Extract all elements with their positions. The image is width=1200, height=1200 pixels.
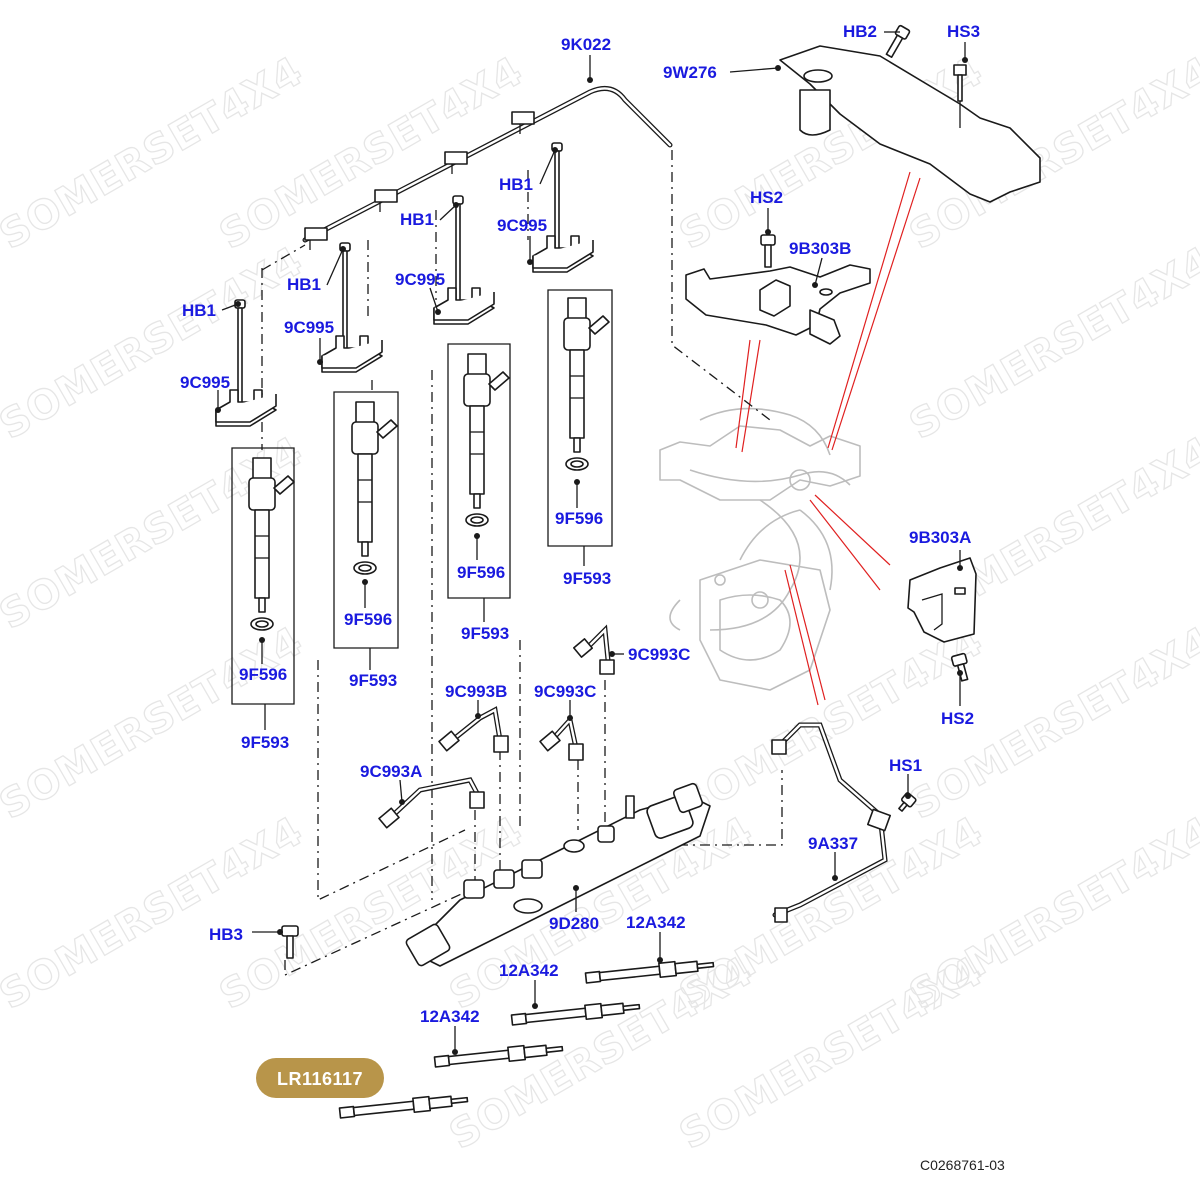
clamp-9c995-4 <box>532 235 594 273</box>
red-reference-lines <box>735 171 921 706</box>
injector-4 <box>563 297 610 471</box>
label-9b303b: 9B303B <box>789 239 851 258</box>
label-9c993a: 9C993A <box>360 762 422 781</box>
label-9f593-3: 9F593 <box>461 624 509 643</box>
label-12a342-2: 12A342 <box>499 961 559 980</box>
watermark-text: SOMERSET4X4 <box>902 238 1200 449</box>
clamp-9c995-3 <box>433 287 495 325</box>
clamp-9c995-1 <box>215 389 277 427</box>
label-9f593-4: 9F593 <box>563 569 611 588</box>
pipe-9c993b <box>438 706 509 753</box>
bracket-9b303a <box>907 557 977 643</box>
pipe-9c993a <box>378 777 485 829</box>
label-9b303a: 9B303A <box>909 528 971 547</box>
label-9f593-2: 9F593 <box>349 671 397 690</box>
bracket-9b303b <box>685 264 871 345</box>
label-9c995-2: 9C995 <box>284 318 334 337</box>
label-9f596-3: 9F596 <box>457 563 505 582</box>
clamp-9c995-2 <box>321 335 383 373</box>
label-9f596-2: 9F596 <box>344 610 392 629</box>
label-9a337: 9A337 <box>808 834 858 853</box>
label-12a342-1: 12A342 <box>626 913 686 932</box>
bolt-hb3 <box>281 925 299 959</box>
label-hb1-4: HB1 <box>499 175 533 194</box>
screw-hs3 <box>953 64 967 102</box>
part-number-badge[interactable]: LR116117 <box>256 1058 384 1098</box>
injector-kit-frames <box>231 289 613 730</box>
label-9c995-4: 9C995 <box>497 216 547 235</box>
label-9c995-3: 9C995 <box>395 270 445 289</box>
label-9f593-1: 9F593 <box>241 733 289 752</box>
screw-hs2-top <box>760 234 776 268</box>
label-hb1-1: HB1 <box>182 301 216 320</box>
label-9c993b: 9C993B <box>445 682 507 701</box>
label-9c993c-top: 9C993C <box>628 645 690 664</box>
label-9d280: 9D280 <box>549 914 599 933</box>
injector-2 <box>351 401 398 575</box>
diagram-reference: C0268761-03 <box>920 1157 1005 1173</box>
label-9c995-1: 9C995 <box>180 373 230 392</box>
pipe-9c993c <box>539 714 584 761</box>
label-hb1-3: HB1 <box>400 210 434 229</box>
pipe-9c993c-top <box>572 624 615 675</box>
part-number-text: LR116117 <box>277 1069 363 1089</box>
label-hs3: HS3 <box>947 22 980 41</box>
label-9f596-4: 9F596 <box>555 509 603 528</box>
label-hb1-2: HB1 <box>287 275 321 294</box>
label-hs1: HS1 <box>889 756 922 775</box>
label-12a342-3: 12A342 <box>420 1007 480 1026</box>
label-hs2-top: HS2 <box>750 188 783 207</box>
leader-lines <box>215 31 968 1055</box>
assembly-dash-lines <box>261 150 783 977</box>
label-hs2-bottom: HS2 <box>941 709 974 728</box>
fuel-rail <box>405 782 711 967</box>
return-pipe-9a337 <box>771 722 891 923</box>
bolt-hb2 <box>885 24 911 59</box>
label-9w276: 9W276 <box>663 63 717 82</box>
injector-3 <box>463 353 510 527</box>
label-9c993c: 9C993C <box>534 682 596 701</box>
label-hb2: HB2 <box>843 22 877 41</box>
label-hb3: HB3 <box>209 925 243 944</box>
watermark-layer: SOMERSET4X4 SOMERSET4X4 SOMERSET4X4 SOME… <box>0 47 1200 1159</box>
fuel-return-pipe <box>302 85 673 255</box>
part-labels: 9K022 9W276 HB2 HS3 HS2 9B303B HB1 HB1 H… <box>180 22 980 1026</box>
label-9f596-1: 9F596 <box>239 665 287 684</box>
injector-1 <box>248 457 295 631</box>
engine-cover <box>779 45 1041 203</box>
watermark-text: SOMERSET4X4 <box>0 618 311 829</box>
label-9k022: 9K022 <box>561 35 611 54</box>
